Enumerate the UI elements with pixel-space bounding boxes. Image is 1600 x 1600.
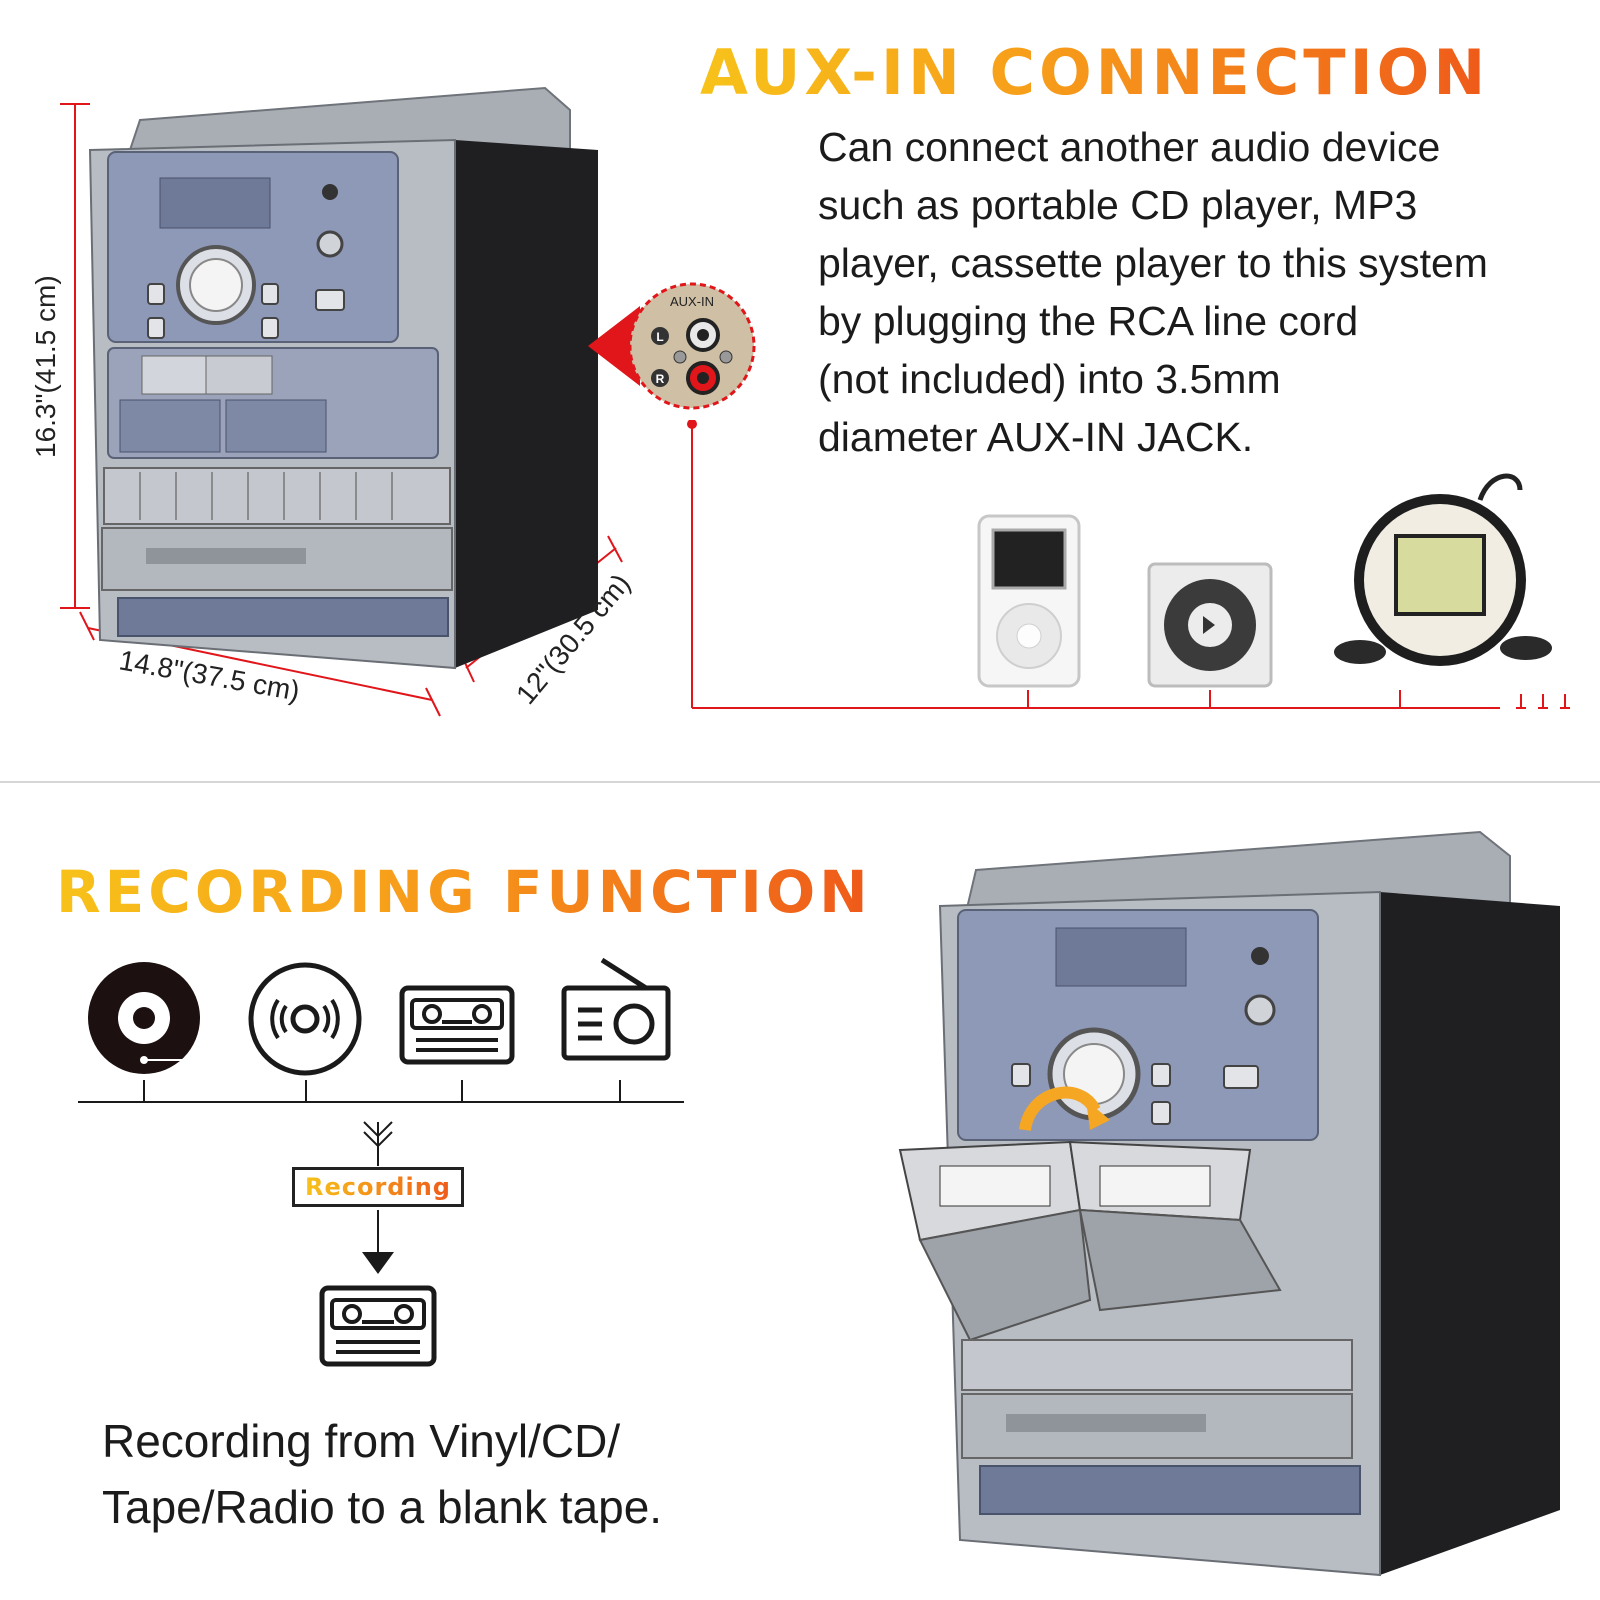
device-connection-line: [687, 420, 1570, 709]
recording-flow: [78, 1080, 684, 1274]
aux-description-line: (not included) into 3.5mm: [818, 356, 1281, 402]
section-divider: [0, 781, 1600, 783]
shuffle-player-icon: [1147, 562, 1273, 688]
aux-in-headline: AUX-IN CONNECTION: [700, 36, 1490, 109]
aux-left-label: L: [656, 330, 663, 344]
blank-tape-icon: [319, 1285, 437, 1367]
aux-description-line: such as portable CD player, MP3: [818, 182, 1418, 228]
aux-right-label: R: [656, 372, 665, 386]
vinyl-icon: [88, 962, 200, 1074]
aux-description-line: Can connect another audio device: [818, 124, 1441, 170]
portable-player-icon: [1334, 473, 1552, 666]
aux-description-line: diameter AUX-IN JACK.: [818, 414, 1254, 460]
height-dimension: 16.3"(41.5 cm): [30, 275, 61, 458]
cd-icon: [248, 962, 362, 1076]
radio-icon: [561, 957, 671, 1061]
recording-caption: Recording from Vinyl/CD/ Tape/Radio to a…: [102, 1408, 662, 1540]
stereo-unit-dimensions: [60, 86, 623, 717]
stereo-unit-open-decks: [898, 830, 1560, 1577]
recording-label: Recording: [305, 1173, 451, 1201]
cassette-icon: [399, 985, 515, 1065]
recording-headline: RECORDING FUNCTION: [56, 858, 872, 926]
mp3-player-icon: [977, 514, 1081, 688]
aux-description-line: by plugging the RCA line cord: [818, 298, 1359, 344]
recording-label-box: Recording: [292, 1167, 464, 1207]
recording-caption-line: Tape/Radio to a blank tape.: [102, 1481, 663, 1533]
aux-description-line: player, cassette player to this system: [818, 240, 1488, 286]
aux-in-jack-callout: AUX-IN L R: [588, 282, 756, 410]
aux-in-description: Can connect another audio device such as…: [818, 118, 1578, 466]
aux-in-jack-label: AUX-IN: [670, 294, 714, 309]
recording-caption-line: Recording from Vinyl/CD/: [102, 1415, 621, 1467]
stereo-unit: [88, 86, 598, 670]
